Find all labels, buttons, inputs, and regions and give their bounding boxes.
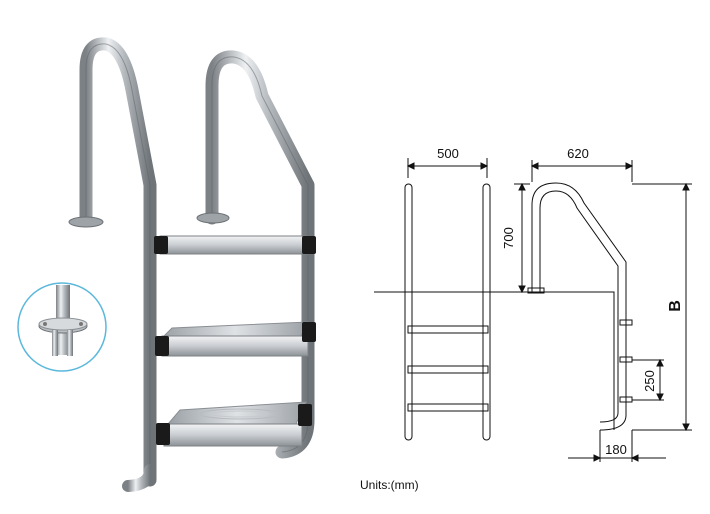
ladder-photo (68, 37, 316, 492)
left-foot (122, 464, 156, 492)
left-anchor-flange (68, 216, 104, 228)
right-anchor-flange (196, 212, 230, 224)
front-view-drawing (374, 158, 520, 441)
side-view-drawing (514, 160, 692, 462)
left-handrail-rail (79, 37, 157, 487)
step-1 (154, 235, 316, 255)
dim-700-label: 700 (501, 227, 516, 249)
dim-250-label: 250 (642, 370, 657, 392)
step-2 (155, 321, 316, 357)
units-label: Units:(mm) (360, 478, 419, 492)
anchor-detail-inset (17, 282, 107, 372)
dim-620-label: 620 (567, 146, 589, 161)
step-3 (156, 401, 312, 447)
dim-b-label: B (667, 300, 684, 312)
dim-500-label: 500 (437, 146, 459, 161)
dim-180-label: 180 (605, 442, 627, 457)
